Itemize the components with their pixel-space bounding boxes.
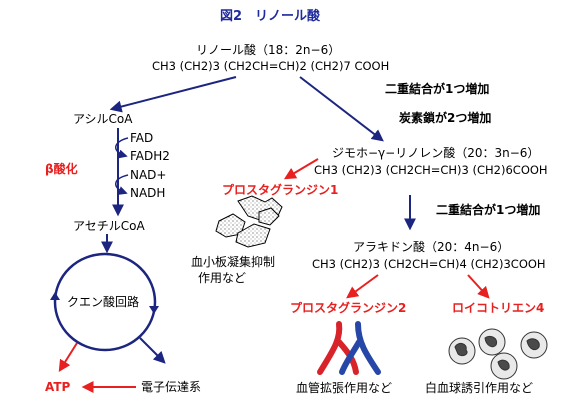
beta-oxidation-label: β酸化 bbox=[45, 162, 78, 176]
nad-label: NAD+ bbox=[130, 168, 167, 182]
prostaglandin-1-label: プロスタグランジン1 bbox=[222, 183, 339, 197]
desaturation-step-1: 二重結合が1つ増加 bbox=[385, 82, 490, 96]
elongation-step: 炭素鎖が2つ増加 bbox=[399, 111, 492, 125]
arrow-cycle-to-atp bbox=[58, 342, 78, 373]
arachidonic-acid-formula: CH3 (CH2)3 (CH2CH=CH)4 (CH2)3COOH bbox=[312, 257, 546, 271]
tca-cycle-label: クエン酸回路 bbox=[67, 295, 140, 309]
platelet-effect-line1: 血小板凝集抑制 bbox=[191, 255, 276, 269]
tca-cycle-circle bbox=[53, 252, 157, 352]
arrow-to-acyl-coa bbox=[109, 76, 237, 113]
acyl-coa-label: アシルCoA bbox=[73, 112, 133, 126]
nadh-label: NADH bbox=[130, 186, 166, 200]
arachidonic-acid-name: アラキドン酸（20：4n−6） bbox=[353, 240, 510, 254]
dgla-formula: CH3 (CH2)3 (CH2CH=CH)3 (CH2)6COOH bbox=[314, 163, 548, 177]
arrow-to-leukotriene-4 bbox=[467, 274, 490, 299]
prostaglandin-2-label: プロスタグランジン2 bbox=[290, 301, 407, 315]
arrow-to-dgla bbox=[299, 76, 384, 142]
leukotriene-4-label: ロイコトリエン4 bbox=[452, 301, 545, 315]
fadh2-label: FADH2 bbox=[130, 149, 170, 163]
leukocyte-attraction-effect: 白血球誘引作用など bbox=[425, 381, 534, 395]
linoleic-acid-name: リノール酸（18：2n−6） bbox=[196, 43, 341, 57]
figure-title: 図2 リノール酸 bbox=[220, 9, 321, 24]
fad-label: FAD bbox=[130, 131, 154, 145]
nad-curve bbox=[115, 174, 129, 195]
white-blood-cells-illustration bbox=[448, 328, 548, 380]
arrow-to-prostaglandin-1 bbox=[283, 158, 319, 180]
electron-transport-label: 電子伝達系 bbox=[141, 380, 202, 394]
platelet-illustration bbox=[215, 195, 283, 248]
arrow-to-electron-transport bbox=[139, 337, 166, 364]
desaturation-step-2: 二重結合が1つ増加 bbox=[436, 203, 541, 217]
blood-vessel-illustration bbox=[317, 321, 381, 375]
acetyl-coa-label: アセチルCoA bbox=[73, 219, 145, 233]
platelet-effect-line2: 作用など bbox=[198, 271, 247, 285]
arrow-to-prostaglandin-2 bbox=[346, 274, 379, 299]
linoleic-acid-formula: CH3 (CH2)3 (CH2CH=CH)2 (CH2)7 COOH bbox=[152, 59, 390, 73]
tca-cycle-arrowhead-right bbox=[149, 306, 159, 314]
dgla-name: ジモホ−γ−リノレン酸（20：3n−6） bbox=[332, 146, 540, 160]
fad-curve bbox=[115, 137, 129, 159]
vasodilation-effect: 血管拡張作用など bbox=[296, 381, 393, 395]
tca-cycle-arrowhead-left bbox=[50, 292, 60, 300]
atp-label: ATP bbox=[45, 380, 71, 394]
